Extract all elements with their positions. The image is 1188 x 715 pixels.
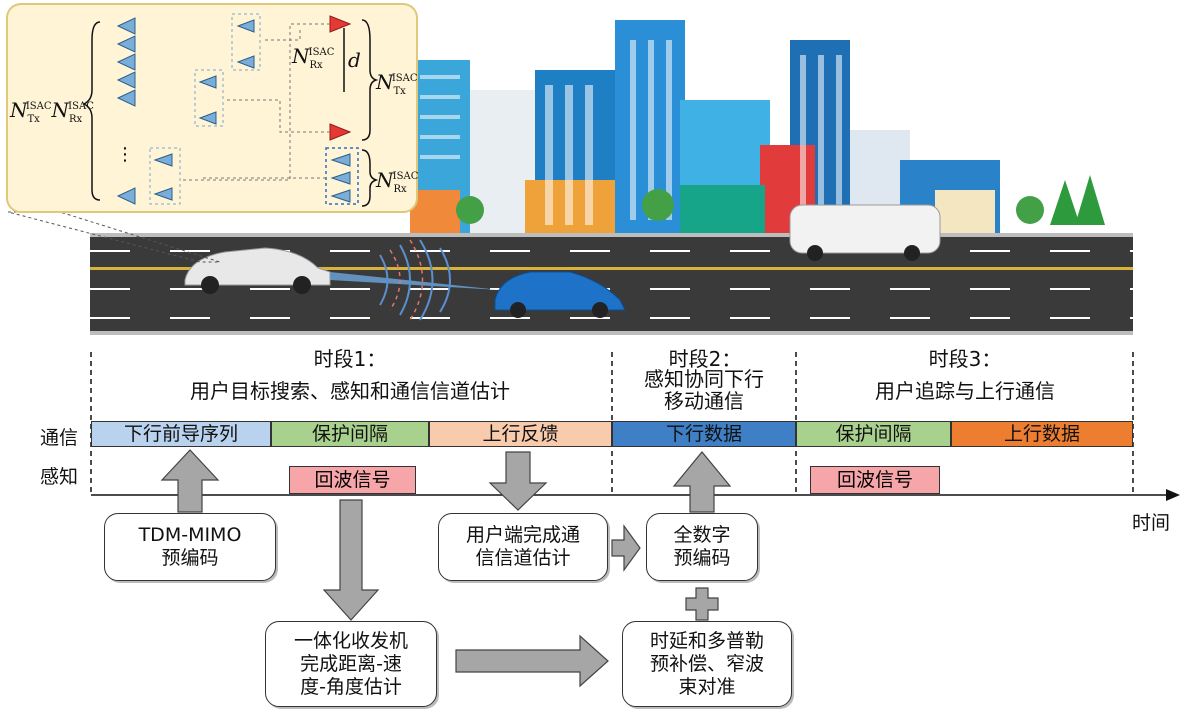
arrow-down-1 (488, 451, 548, 511)
comm-seg-uplink-feedback: 上行反馈 (429, 421, 612, 447)
white-car (184, 247, 331, 294)
box-delay-doppler-compensation: 时延和多普勒预补偿、窄波束对准 (622, 621, 792, 707)
box-transceiver-estimation: 一体化收发机完成距离-速度-角度估计 (265, 621, 437, 707)
comm-seg-uplink-data: 上行数据 (951, 421, 1133, 447)
antenna-label-rx-mid: NRxISAC (292, 44, 335, 71)
timeline (90, 352, 1180, 501)
white-van (789, 204, 941, 261)
phase-3-desc: 用户追踪与上行通信 (875, 379, 1055, 403)
antenna-spacing-d: d (348, 48, 361, 72)
row-label-comm: 通信 (40, 427, 79, 449)
box-user-channel-estimation: 用户端完成通信信道估计 (438, 513, 608, 581)
blue-car (494, 271, 626, 318)
arrow-up-2 (672, 451, 732, 513)
comm-seg-guard-1: 保护间隔 (271, 421, 429, 447)
comm-seg-guard-2: 保护间隔 (796, 421, 951, 447)
arrow-up-1 (160, 449, 220, 513)
phase-3-title: 时段3： (928, 347, 1002, 371)
phase-1-desc: 用户目标搜索、感知和通信信道估计 (190, 379, 510, 403)
beam (330, 239, 500, 321)
echo-signal-2: 回波信号 (810, 466, 940, 494)
phase-2-title: 时段2： (668, 347, 742, 371)
time-axis-label: 时间 (1132, 512, 1171, 534)
arrow-right-2 (455, 634, 609, 688)
comm-seg-downlink-data: 下行数据 (612, 421, 796, 447)
flow-arrows (160, 449, 732, 688)
arrow-right-1 (611, 524, 641, 572)
phase-2-desc: 感知协同下行 移动通信 (644, 367, 764, 413)
plus-sign (685, 587, 719, 621)
arrow-down-2 (322, 499, 380, 621)
antenna-label-rx: NRxISAC (376, 168, 419, 195)
phase-1-title: 时段1： (313, 347, 387, 371)
antenna-panel (6, 3, 418, 263)
comm-seg-downlink-preamble: 下行前导序列 (91, 421, 271, 447)
box-full-digital-precoding: 全数字预编码 (646, 513, 758, 581)
antenna-label-txrx: NTxISACNRxISAC (10, 98, 94, 125)
echo-signal-1: 回波信号 (289, 466, 416, 494)
antenna-label-tx: NTxISAC (376, 70, 418, 97)
antenna-ellipsis: ⋮ (116, 144, 134, 165)
row-label-sense: 感知 (40, 466, 79, 488)
